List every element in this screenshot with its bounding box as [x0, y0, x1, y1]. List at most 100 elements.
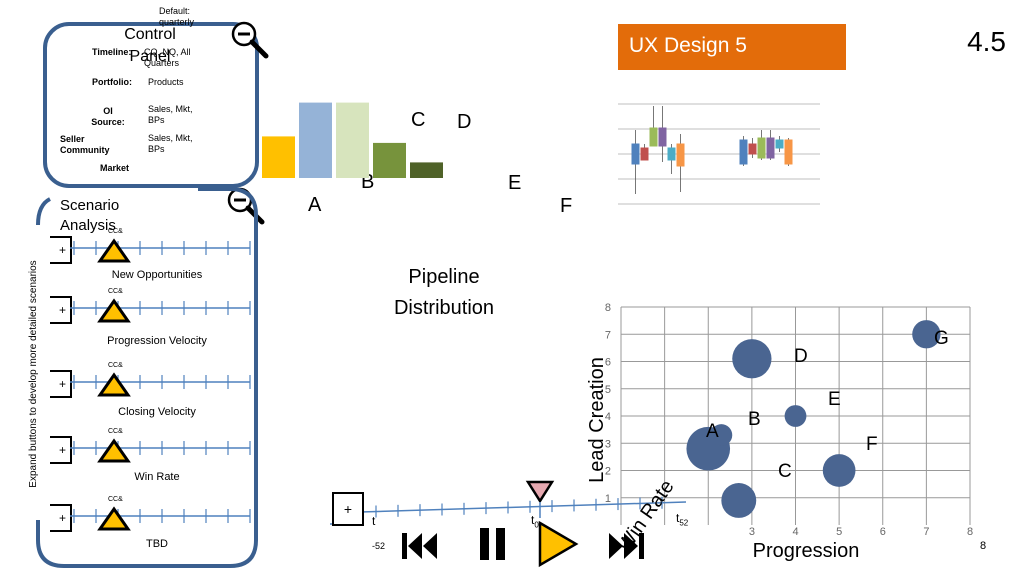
corner-number: 4.5: [967, 26, 1006, 57]
timeline-end-t: t: [676, 511, 680, 525]
expand-scenario-button[interactable]: +: [50, 296, 72, 324]
bar-chart: [262, 102, 443, 178]
y-axis-title: Lead Creation: [586, 357, 608, 483]
bubble: [784, 405, 807, 427]
control-row-label: Portfolio:: [92, 77, 132, 87]
y-tick-label: 8: [605, 302, 611, 314]
y-tick-label: 4: [605, 411, 611, 423]
marker-tag: CC&: [108, 496, 123, 503]
box-plot: [618, 103, 820, 205]
control-row-label: Seller Community: [60, 134, 110, 155]
timeline-start-label: t: [372, 514, 375, 528]
pipeline-title: Pipeline Distribution: [393, 266, 495, 319]
expand-scenario-button[interactable]: +: [50, 370, 72, 398]
warning-triangle-icon[interactable]: [97, 298, 131, 324]
bubble-label: D: [794, 346, 808, 367]
control-row-value[interactable]: Sales, Mkt, BPs: [148, 133, 193, 154]
bubble: [710, 424, 733, 446]
x-tick-label: 4: [792, 526, 798, 538]
ux-design-label: UX Design 5: [629, 34, 747, 57]
bar-C: [336, 102, 369, 178]
y-tick-label: 7: [605, 329, 611, 341]
scenario-panel-frame: [36, 187, 258, 568]
page-number: 8: [980, 540, 987, 552]
y-tick-label: 3: [605, 438, 611, 450]
bubble-label: A: [706, 421, 719, 442]
bubble: [912, 320, 941, 349]
x-tick-label: 5: [836, 526, 842, 538]
warning-triangle-icon[interactable]: [97, 506, 131, 532]
playback-plus-button[interactable]: +: [332, 492, 364, 526]
bubble-label: E: [828, 389, 841, 410]
bar-A: [262, 136, 295, 178]
box: [748, 143, 757, 155]
bubble-label: G: [934, 328, 949, 349]
box: [757, 137, 766, 159]
scenario-timeline-slider[interactable]: [70, 234, 260, 264]
box: [631, 143, 640, 165]
bubble-label: C: [778, 461, 792, 482]
letter-e: E: [508, 172, 522, 194]
marker-tag: CC&: [108, 428, 123, 435]
control-row-value[interactable]: Products: [148, 77, 184, 87]
skip-forward-icon[interactable]: [607, 530, 647, 562]
marker-tag: CC&: [108, 362, 123, 369]
warning-triangle-icon[interactable]: [97, 372, 131, 398]
warning-triangle-icon[interactable]: [97, 438, 131, 464]
control-row-value[interactable]: Sales, Mkt, BPs: [148, 104, 193, 125]
box: [739, 139, 748, 165]
box: [649, 127, 658, 147]
x-tick-label: 3: [749, 526, 755, 538]
control-panel-frame: [43, 22, 259, 188]
y-tick-label: 5: [605, 384, 611, 396]
control-row-value[interactable]: CQ, NQ, All Quarters: [144, 47, 191, 68]
box: [676, 143, 685, 167]
expand-scenario-button[interactable]: +: [50, 436, 72, 464]
box: [667, 147, 676, 161]
timeline-end-label: t52: [676, 511, 688, 527]
expand-scenario-button[interactable]: +: [50, 236, 72, 264]
bubble: [822, 454, 856, 487]
bubble: [732, 339, 772, 379]
letter-a: A: [308, 194, 322, 216]
timeline-mid-label: t0: [531, 513, 539, 529]
y-tick-label: 1: [605, 493, 611, 505]
bubble-label: F: [866, 434, 878, 455]
expand-scenario-button[interactable]: +: [50, 504, 72, 532]
box: [766, 137, 775, 159]
ux-design-badge: UX Design 5: [618, 24, 846, 70]
scenario-timeline-slider[interactable]: [70, 368, 260, 398]
x-tick-label: 6: [880, 526, 886, 538]
timeline-mid-t: t: [531, 513, 535, 527]
scenario-row-label: Closing Velocity: [118, 406, 196, 418]
warning-triangle-icon[interactable]: [97, 238, 131, 264]
box: [640, 147, 649, 161]
box: [784, 139, 793, 165]
pause-icon[interactable]: [477, 526, 509, 562]
zoom-out-icon[interactable]: [230, 20, 270, 60]
y-tick-label: 6: [605, 357, 611, 369]
box: [658, 127, 667, 147]
letter-d: D: [457, 111, 472, 133]
timeline-mid-sub: 0: [534, 520, 539, 530]
bar-D: [373, 142, 406, 178]
timeline-end-sub: 52: [679, 518, 689, 528]
scenario-row-label: Win Rate: [134, 471, 180, 483]
timeline-line: [359, 501, 687, 513]
timeline-current-marker[interactable]: [525, 480, 555, 504]
skip-back-icon[interactable]: [400, 530, 440, 562]
control-row-label: Timeline:: [92, 47, 132, 57]
scenario-row-label: New Opportunities: [111, 269, 203, 281]
bar-B: [299, 102, 332, 178]
x-axis-title: Progression: [753, 540, 860, 562]
timeline-start-t: t: [372, 514, 376, 528]
scenario-row-label: Progression Velocity: [107, 335, 207, 347]
x-tick-label: 7: [923, 526, 929, 538]
timeline-start-sub: -52: [372, 541, 386, 551]
bar-E: [410, 162, 443, 178]
y-tick-label: 2: [605, 466, 611, 478]
play-icon[interactable]: [536, 520, 580, 568]
letter-c: C: [411, 109, 426, 131]
scenario-side-note: Expand buttons to develop more detailed …: [28, 260, 39, 488]
